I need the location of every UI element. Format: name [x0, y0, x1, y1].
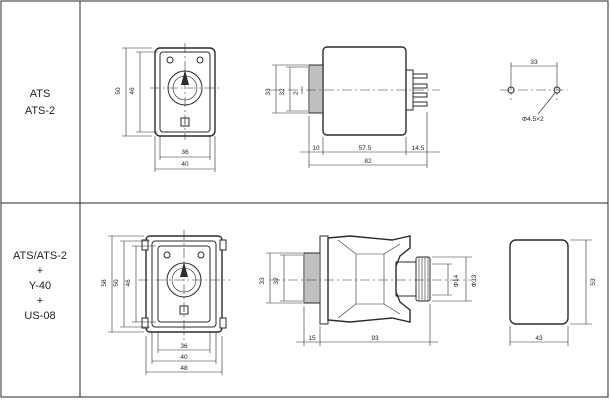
- side-pin-2: [412, 83, 428, 89]
- row2-model-label: ATS/ATS-2 + Y-40 + US-08: [13, 250, 67, 322]
- row2-label-line2: +: [37, 265, 43, 277]
- row1-label-line1: ATS: [30, 88, 51, 100]
- clip-top-left: [141, 239, 149, 251]
- side-pin-1: [412, 73, 428, 79]
- row2-front-view: 58 50 46 36 40 48: [101, 230, 230, 375]
- dim-side-total: 93: [371, 335, 379, 342]
- row2-label-line1: ATS/ATS-2: [13, 250, 67, 262]
- row2-label-line3: Y-40: [29, 280, 51, 292]
- dim-hole-spacing: 33: [530, 59, 538, 66]
- row2-label-line4: +: [37, 295, 43, 307]
- dim-side-knob: 15: [308, 335, 316, 342]
- dim-side-h-outer: 33: [259, 277, 266, 285]
- front-screw-hole-right: [197, 251, 205, 259]
- dim-cut-h: 53: [590, 278, 597, 286]
- dim-side-total: 82: [364, 158, 372, 165]
- dim-side-dia2: Φ33: [471, 274, 478, 287]
- side-pin-4: [412, 101, 428, 107]
- row2-side-view: 33 32 Φ14 Φ33 15 93: [259, 235, 478, 346]
- dim-side-knob: 10: [312, 145, 320, 152]
- row1-mounting-holes: 33 Φ4.5×2: [500, 59, 568, 123]
- dim-side-h-outer: 33: [265, 88, 272, 96]
- dim-front-w-mid: 40: [180, 354, 188, 361]
- dim-front-h-mid: 50: [113, 279, 120, 287]
- clip-bottom-right: [219, 317, 227, 329]
- dim-front-h-outer: 50: [115, 87, 122, 95]
- dim-side-dia1: Φ14: [453, 274, 460, 287]
- side-socket: [415, 256, 431, 302]
- clip-bottom-left: [141, 317, 149, 329]
- row2-panel-cutout: 53 43: [509, 239, 597, 346]
- dim-hole-diameter: Φ4.5×2: [522, 116, 544, 123]
- row2-label-line5: US-08: [24, 310, 55, 322]
- dim-side-body: 57.5: [359, 145, 372, 152]
- cutout-rect: [509, 239, 569, 325]
- front-screw-hole-left: [163, 251, 171, 259]
- clip-top-right: [219, 239, 227, 251]
- side-body: [322, 46, 407, 136]
- dim-front-w-inner: 36: [180, 343, 188, 350]
- side-socket-collar: [395, 261, 417, 297]
- dim-side-small: 2: [293, 91, 300, 95]
- dim-side-h-inner: 32: [279, 88, 286, 96]
- dim-side-pins: 14.5: [412, 145, 425, 152]
- dim-front-w-outer: 48: [180, 365, 188, 372]
- row1-front-view: 50 46 36 40: [115, 43, 220, 172]
- side-pin-3: [412, 92, 428, 98]
- front-dial-pointer: [181, 70, 189, 85]
- row1-label-line2: ATS-2: [25, 105, 55, 117]
- dim-front-w-inner: 36: [181, 149, 189, 156]
- dim-front-h-inner: 46: [129, 87, 136, 95]
- side-adapter-body: [327, 235, 411, 323]
- dim-front-h-outer: 58: [101, 279, 108, 287]
- dim-front-h-inner: 46: [125, 279, 132, 287]
- dim-side-h-inner: 32: [273, 277, 280, 285]
- front-screw-hole-right: [196, 56, 204, 64]
- row1-side-view: 33 32 2 10 57.5 14.5 82: [265, 46, 440, 168]
- dim-cut-w: 43: [535, 335, 543, 342]
- dim-front-w-outer: 40: [181, 161, 189, 168]
- row1-model-label: ATS ATS-2: [25, 88, 55, 117]
- front-screw-hole-left: [166, 56, 174, 64]
